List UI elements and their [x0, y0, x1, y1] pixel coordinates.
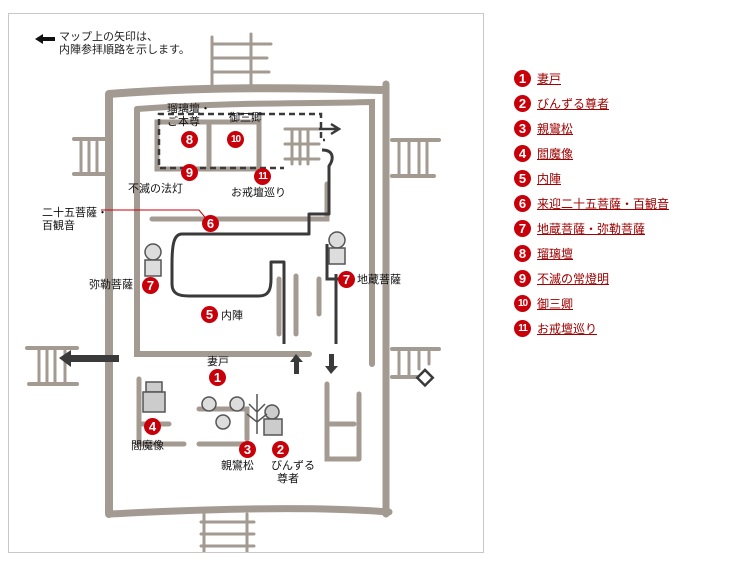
dashed-route: [157, 112, 325, 170]
legend-badge: 10: [514, 295, 531, 312]
badge-3[interactable]: 3: [239, 441, 256, 458]
legend-item-7[interactable]: 7 地蔵菩薩・弥勒菩薩: [514, 216, 669, 241]
label-binzuru: びんずる 尊者: [271, 459, 315, 485]
legend-badge: 5: [514, 170, 531, 187]
legend-badge: 11: [514, 320, 531, 337]
map-note-line-2: 内陣参拝順路を示します。: [59, 43, 190, 56]
legend-badge: 9: [514, 270, 531, 287]
legend-link[interactable]: 閻魔像: [537, 147, 574, 161]
legend-link[interactable]: 来迎二十五菩薩・百観音: [537, 197, 670, 211]
label-naijin: 内陣: [221, 309, 243, 322]
badge-1[interactable]: 1: [209, 369, 226, 386]
legend-item-4[interactable]: 4 閻魔像: [514, 141, 669, 166]
label-jizo: 地蔵菩薩: [357, 273, 401, 286]
lantern-icon: [201, 396, 245, 430]
outer-wall: [105, 84, 388, 98]
legend-item-2[interactable]: 2 びんずる尊者: [514, 91, 669, 116]
solid-route: [170, 148, 334, 344]
label-shinranmatsu: 親鸞松: [221, 459, 254, 472]
stairs-left-bottom: [25, 346, 79, 386]
label-rurudan-line1: 瑠璃壇・: [167, 102, 211, 115]
badge-4[interactable]: 4: [144, 418, 161, 435]
badge-2[interactable]: 2: [272, 441, 289, 458]
label-binzuru-line2: 尊者: [277, 472, 299, 485]
legend-item-6[interactable]: 6 来迎二十五菩薩・百観音: [514, 191, 669, 216]
label-binzuru-line1: びんずる: [271, 459, 315, 472]
map-note-line-1: マップ上の矢印は、: [59, 30, 158, 43]
legend-list: 1 妻戸 2 びんずる尊者 3 親鸞松 4 閻魔像 5 内陣 6 来迎二十五菩薩・百観音 7…: [514, 66, 669, 341]
badge-9[interactable]: 9: [181, 164, 198, 181]
legend-link[interactable]: 御三卿: [537, 297, 574, 311]
legend-badge: 4: [514, 145, 531, 162]
pine-icon: [246, 394, 268, 434]
legend-item-10[interactable]: 10 御三卿: [514, 291, 669, 316]
stairs-right-bottom: [390, 347, 441, 379]
badge-7-jizo[interactable]: 7: [338, 271, 355, 288]
binzuru-statue-icon: [263, 404, 283, 436]
badge-7-miroku[interactable]: 7: [142, 277, 159, 294]
label-rurudan-line2: ご本尊: [167, 115, 200, 128]
legend-badge: 8: [514, 245, 531, 262]
jizo-statue-icon: [328, 231, 346, 265]
badge-11[interactable]: 11: [254, 168, 271, 185]
stairs-top: [210, 32, 273, 91]
arrow-left-icon: [35, 34, 55, 44]
badge-6[interactable]: 6: [202, 215, 219, 232]
label-gosankyo: 御三卿: [229, 111, 262, 124]
label-okaidan: お戒壇巡り: [231, 186, 286, 199]
label-fumetsu: 不滅の法灯: [128, 182, 183, 195]
enma-statue-icon: [142, 381, 166, 413]
legend-item-3[interactable]: 3 親鸞松: [514, 116, 669, 141]
label-enmazo: 閻魔像: [131, 439, 164, 452]
legend-badge: 2: [514, 95, 531, 112]
badge-5[interactable]: 5: [201, 306, 218, 323]
legend-link[interactable]: 瑠璃壇: [537, 247, 574, 261]
legend-link[interactable]: びんずる尊者: [537, 97, 610, 111]
legend-item-8[interactable]: 8 瑠璃壇: [514, 241, 669, 266]
label-bosatsu25-line2: 百観音: [42, 219, 75, 232]
label-rurudan: 瑠璃壇・ ご本尊: [167, 102, 211, 128]
legend-badge: 3: [514, 120, 531, 137]
legend-badge: 7: [514, 220, 531, 237]
legend-item-1[interactable]: 1 妻戸: [514, 66, 669, 91]
label-bosatsu25: 二十五菩薩・ 百観音: [42, 206, 108, 232]
legend-item-9[interactable]: 9 不滅の常燈明: [514, 266, 669, 291]
legend-item-11[interactable]: 11 お戒壇巡り: [514, 316, 669, 341]
stairs-left-top: [72, 137, 111, 176]
legend-link[interactable]: 地蔵菩薩・弥勒菩薩: [537, 222, 646, 236]
exit-arrow-icon: [59, 350, 119, 367]
label-bosatsu25-line1: 二十五菩薩・: [42, 206, 108, 219]
legend-link[interactable]: 妻戸: [537, 72, 562, 86]
gate-marker: [415, 368, 435, 388]
legend-link[interactable]: お戒壇巡り: [537, 322, 598, 336]
badge-10[interactable]: 10: [227, 131, 244, 148]
arrow-down-icon: [325, 354, 338, 374]
legend-link[interactable]: 親鸞松: [537, 122, 574, 136]
stairs-bottom: [199, 512, 256, 552]
badge-8[interactable]: 8: [181, 131, 198, 148]
legend-link[interactable]: 不滅の常燈明: [537, 272, 610, 286]
arrow-up-icon: [290, 354, 303, 374]
label-tsumado: 妻戸: [207, 355, 229, 368]
map-drawing: [25, 32, 441, 552]
legend-badge: 6: [514, 195, 531, 212]
stairs-right-top: [390, 138, 441, 178]
temple-map: マップ上の矢印は、 内陣参拝順路を示します。 瑠璃壇・ ご本尊 御三卿 不滅の法…: [8, 13, 484, 553]
legend-link[interactable]: 内陣: [537, 172, 562, 186]
legend-item-5[interactable]: 5 内陣: [514, 166, 669, 191]
legend-badge: 1: [514, 70, 531, 87]
label-miroku: 弥勒菩薩: [89, 278, 133, 291]
miroku-statue-icon: [144, 243, 162, 277]
